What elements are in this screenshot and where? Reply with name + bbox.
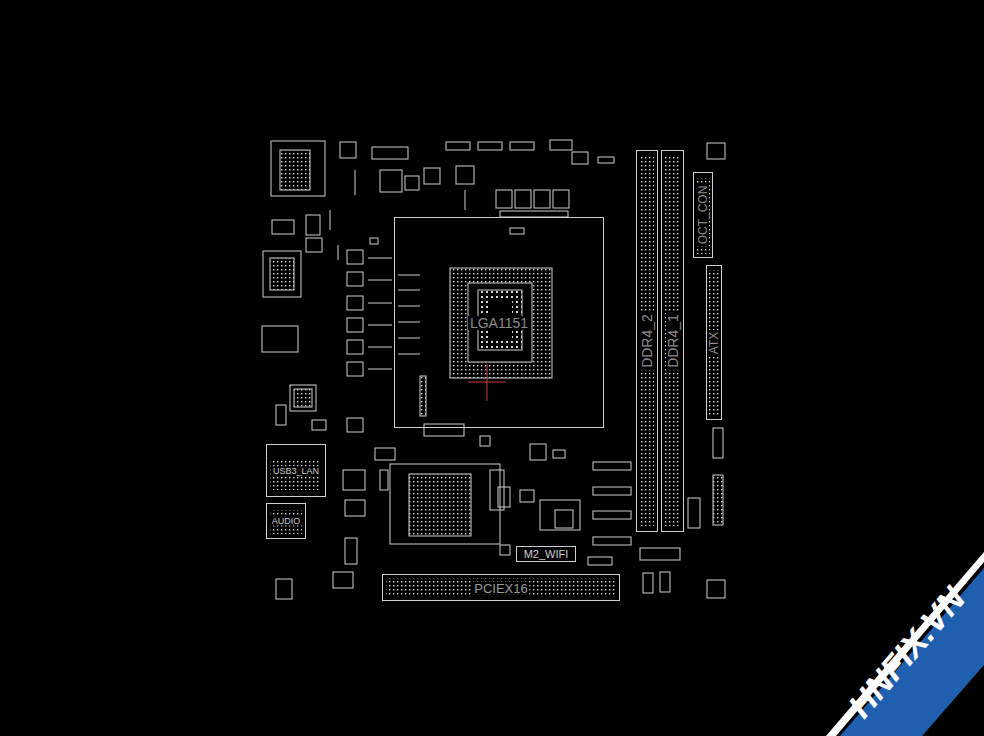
part-label: OCT_CON [697,184,709,247]
part-label: AUDIO [270,517,303,526]
component-outline: OCT_CON [693,172,713,258]
component-outline: LGA1151 [394,217,604,428]
part-label: ATX [708,329,720,355]
part-label: USB3_LAN [271,466,321,475]
component-outline: PCIEX16 [382,574,620,601]
component-outline: AUDIO [266,503,306,539]
part-label: LGA1151 [468,316,530,330]
part-label: DDR4_2 [640,312,654,370]
part-label: PCIEX16 [472,581,529,594]
component-outline: DDR4_1 [661,150,684,532]
component-outline: DDR4_2 [636,150,658,532]
component-outline: ATX [706,265,722,420]
part-label: M2_WIFI [522,549,571,560]
component-outline: USB3_LAN [266,444,326,497]
component-outline: M2_WIFI [516,546,576,562]
watermark: HNFIX.VN [842,581,971,724]
part-label: DDR4_1 [666,312,680,370]
